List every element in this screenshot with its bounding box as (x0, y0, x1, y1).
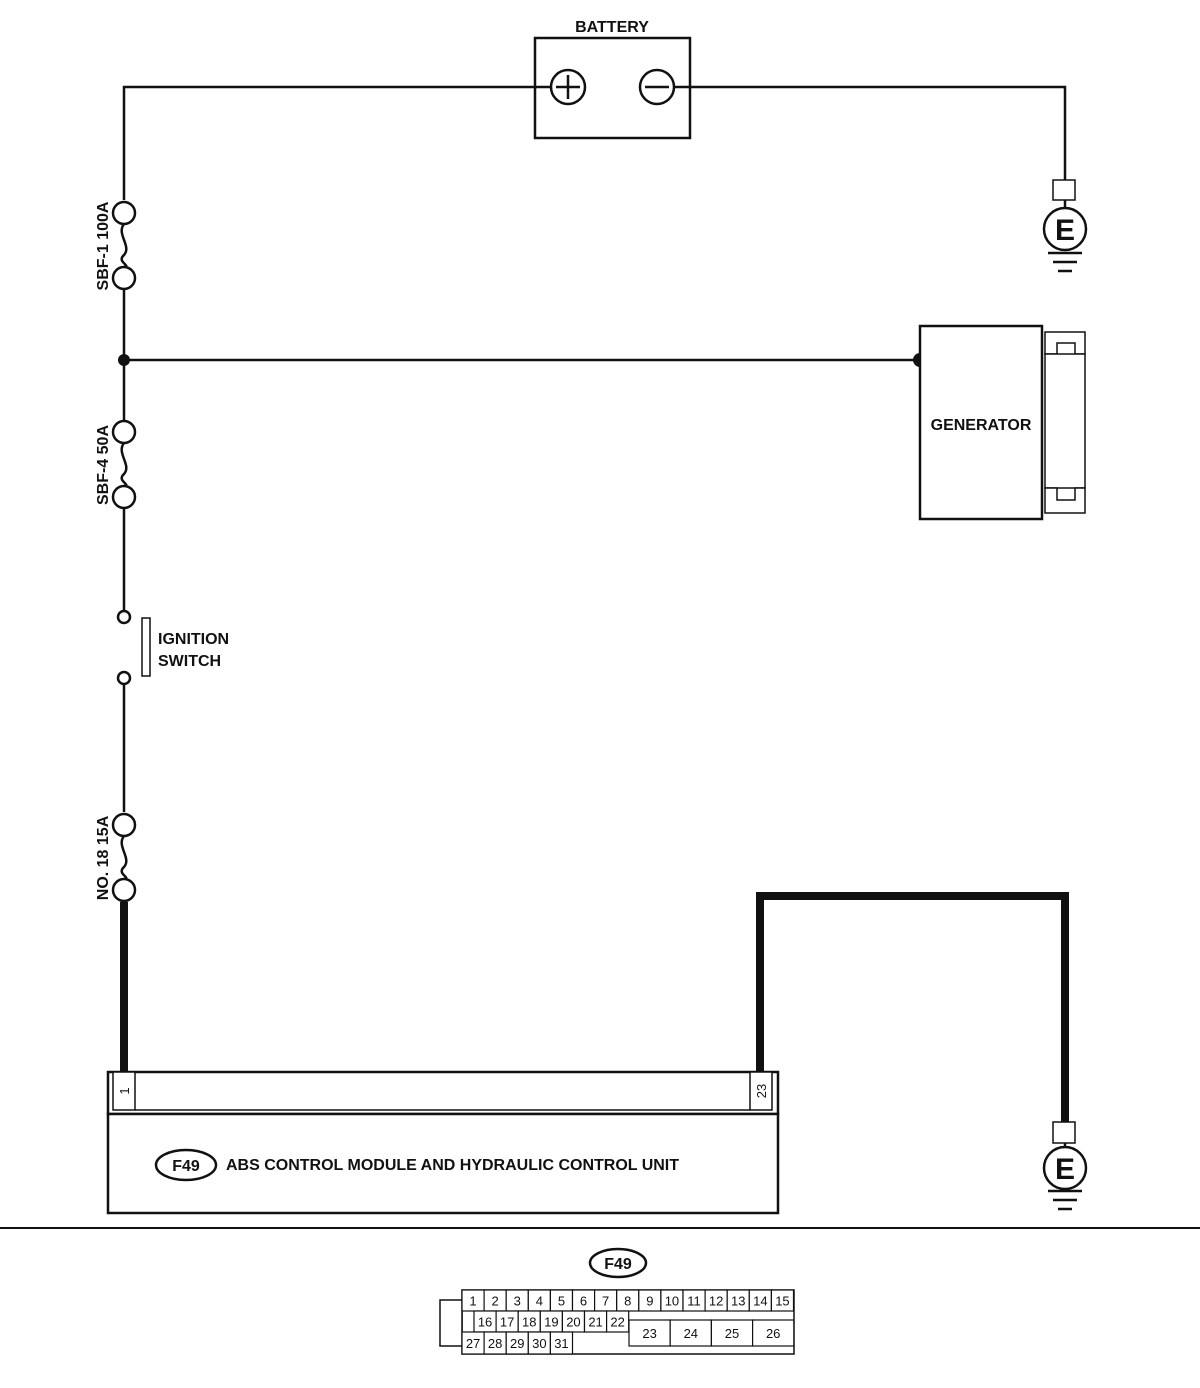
connector-pin-label: 29 (510, 1336, 524, 1351)
connector-pin-large (628, 1319, 671, 1347)
ignition-switch: IGNITION SWITCH (116, 609, 229, 686)
connector-pin-large (751, 1319, 795, 1347)
connector-pin (549, 1331, 574, 1355)
connector-pin-large (710, 1319, 754, 1347)
ground-top: E (1042, 179, 1088, 273)
connector-pin-label: 8 (624, 1294, 631, 1309)
connector-pin-label: 4 (536, 1294, 543, 1309)
connector-pin-label: 5 (558, 1294, 565, 1309)
connector-pin-label: 12 (709, 1294, 723, 1309)
connector-pin-label: 1 (469, 1294, 476, 1309)
ignition-switch-label-2: SWITCH (158, 653, 221, 670)
connector-pin-label: 13 (731, 1294, 745, 1309)
connector-pin-large-label: 24 (684, 1326, 698, 1341)
connector-pin-label: 20 (566, 1315, 580, 1330)
abs-pin-23-label: 23 (754, 1084, 769, 1098)
connector-pin-label: 11 (687, 1294, 701, 1309)
connector-pin-label: 27 (466, 1336, 480, 1351)
fuse-sbf1: SBF-1 100A (95, 200, 137, 290)
connector-pin-label: 19 (544, 1315, 558, 1330)
connector-pin-label: 14 (753, 1294, 767, 1309)
connector-pin-label: 16 (478, 1315, 492, 1330)
abs-unit-label: ABS CONTROL MODULE AND HYDRAULIC CONTROL… (226, 1157, 679, 1174)
connector-pin-label: 2 (492, 1294, 499, 1309)
wires (120, 85, 1069, 1122)
connector-pin-large-label: 26 (766, 1326, 780, 1341)
abs-pin-1-label: 1 (117, 1087, 132, 1094)
connector-pin-label: 3 (514, 1294, 521, 1309)
connector-pin-label: 15 (775, 1294, 789, 1309)
ignition-switch-contact (141, 617, 151, 677)
battery-label: BATTERY (575, 19, 649, 36)
generator: GENERATOR (918, 324, 1086, 521)
ignition-switch-label-1: IGNITION (158, 631, 229, 648)
generator-label: GENERATOR (931, 417, 1032, 434)
connector-key (439, 1299, 463, 1347)
connector-pin-label: 31 (554, 1336, 568, 1351)
abs-pin-1 (112, 1071, 136, 1111)
fuse-sbf4: SBF-4 50A (95, 419, 137, 510)
connector-pin-large-label: 25 (725, 1326, 739, 1341)
connector-pin-label: 22 (610, 1315, 624, 1330)
connector-pin-label: 18 (522, 1315, 536, 1330)
abs-unit-box (106, 1112, 780, 1215)
junction-dot (118, 354, 130, 366)
generator-box (918, 324, 1044, 521)
connector-pin-large-label: 23 (642, 1326, 656, 1341)
connector-pin-label: 28 (488, 1336, 502, 1351)
wire-battery-positive (122, 85, 551, 200)
connector-pin-label: 17 (500, 1315, 514, 1330)
connector-pin-label: 6 (580, 1294, 587, 1309)
fuse-sbf1-label: SBF-1 100A (95, 201, 112, 290)
battery-negative-terminal (638, 68, 676, 106)
connector-id-oval (588, 1247, 648, 1279)
abs-connector-id: F49 (172, 1158, 200, 1175)
connector-pin-label: 10 (665, 1294, 679, 1309)
connector-pin-label: 9 (646, 1294, 653, 1309)
battery-positive-terminal (549, 68, 587, 106)
ground-top-symbol: E (1055, 214, 1075, 247)
ground-bottom: E (1042, 1121, 1088, 1211)
abs-control-module: 1 23 F49 ABS CONTROL MODULE AND HYDRAULI… (106, 1070, 780, 1215)
wire-pin23-to-ground (756, 892, 1069, 1122)
connector-pin-label: 30 (532, 1336, 546, 1351)
abs-connector-id-oval (154, 1148, 218, 1182)
abs-connector-strip (106, 1070, 780, 1116)
connector-pin (770, 1289, 795, 1312)
connector-pin-label: 7 (602, 1294, 609, 1309)
fuse-no18-label: NO. 18 15A (95, 815, 112, 900)
fuse-sbf4-label: SBF-4 50A (95, 425, 112, 505)
ground-bottom-symbol: E (1055, 1153, 1075, 1186)
abs-pin-23 (749, 1071, 773, 1111)
connector-pin-large (669, 1319, 713, 1347)
battery: BATTERY (533, 19, 692, 140)
connector-pin-label: 21 (588, 1315, 602, 1330)
connector-id: F49 (604, 1256, 632, 1273)
fuse-no18: NO. 18 15A (95, 812, 137, 903)
wire-battery-negative (674, 85, 1067, 180)
